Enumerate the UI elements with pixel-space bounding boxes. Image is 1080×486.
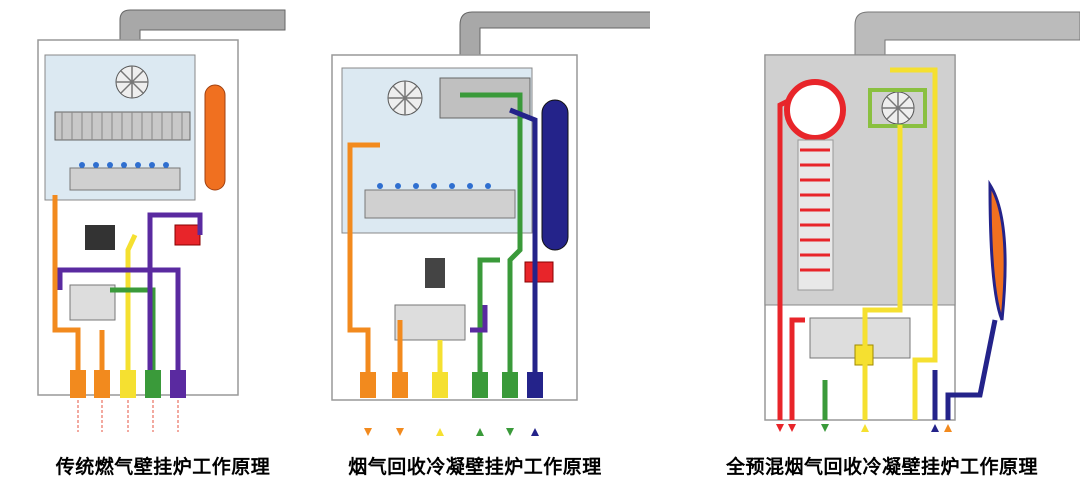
- flue-recovery-boiler-diagram: [331, 11, 650, 436]
- burner-head: [784, 79, 846, 141]
- burner-row: [69, 167, 181, 191]
- caption-full-premix: 全预混烟气回收冷凝壁挂炉工作原理: [725, 456, 1038, 478]
- circulation-pump: [524, 261, 554, 283]
- flue-pipe: [459, 11, 650, 76]
- burner-row: [364, 189, 516, 219]
- expansion-tank: [988, 179, 1007, 321]
- condensing-coil: [797, 139, 834, 291]
- gas-valve: [85, 225, 115, 250]
- traditional-boiler-diagram: [37, 9, 286, 432]
- caption-flue-recovery: 烟气回收冷凝壁挂炉工作原理: [348, 456, 602, 478]
- flue-pipe: [854, 11, 1080, 56]
- plate-heat-exchanger: [394, 304, 466, 341]
- circulation-pump: [174, 224, 201, 246]
- plate-heat-exchanger: [69, 284, 116, 321]
- full-premix-boiler-diagram: [764, 11, 1080, 432]
- flue-pipe: [119, 9, 286, 61]
- expansion-tank: [204, 84, 226, 191]
- caption-traditional: 传统燃气壁挂炉工作原理: [55, 456, 271, 478]
- gas-valve: [425, 258, 445, 288]
- expansion-tank: [541, 99, 569, 251]
